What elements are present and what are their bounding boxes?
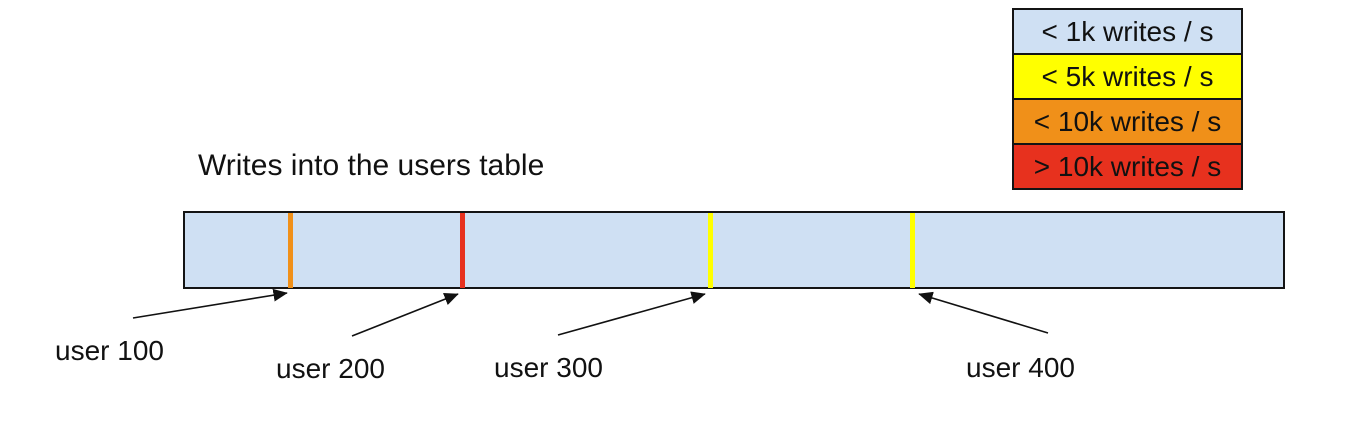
arrow-user-200 [351, 293, 459, 337]
label-user-200: user 200 [276, 353, 385, 384]
label-user-300: user 300 [494, 352, 603, 383]
legend-item-gt-10k: > 10k writes / s [1012, 143, 1243, 190]
diagram-title: Writes into the users table [198, 149, 545, 182]
hotspot-mark-user-300 [708, 213, 713, 288]
label-user-400: user 400 [966, 352, 1075, 383]
arrow-user-100 [132, 288, 288, 319]
arrow-user-300 [557, 291, 706, 336]
legend-item-lt-10k: < 10k writes / s [1012, 98, 1243, 145]
hotspot-mark-user-400 [910, 213, 915, 288]
legend-item-label: < 5k writes / s [1041, 60, 1214, 92]
legend-item-lt-5k: < 5k writes / s [1012, 53, 1243, 100]
hotspot-mark-user-100 [288, 213, 293, 288]
arrow-user-400 [918, 291, 1049, 334]
hotspot-mark-user-200 [460, 213, 465, 288]
legend-item-lt-1k: < 1k writes / s [1012, 8, 1243, 55]
legend: < 1k writes / s < 5k writes / s < 10k wr… [1012, 8, 1243, 190]
legend-item-label: > 10k writes / s [1033, 150, 1222, 182]
label-user-100: user 100 [55, 335, 164, 366]
legend-item-label: < 10k writes / s [1033, 105, 1222, 137]
legend-item-label: < 1k writes / s [1041, 15, 1214, 47]
users-table-bar [183, 211, 1285, 289]
